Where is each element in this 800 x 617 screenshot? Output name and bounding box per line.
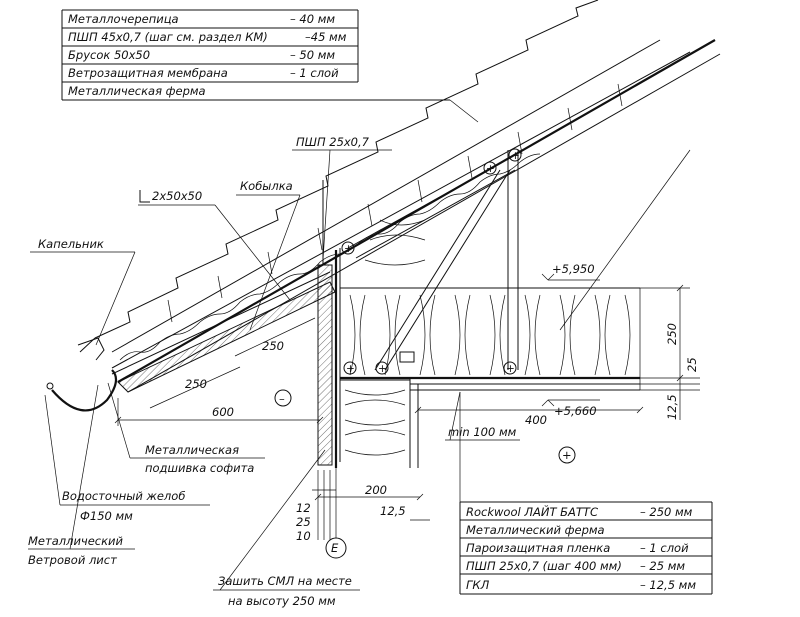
ceiling-spec-name-3: Пароизащитная пленка [466,541,610,555]
svg-text:+: + [511,150,520,162]
roof-spec-name-2: ПШП 45х0,7 (шаг см. раздел КМ) [68,30,268,44]
dim-25-vertical: 25 [685,357,699,372]
callouts: ПШП 25х0,7 2х50х50 Кобылка Капельник Мет… [28,135,691,608]
dim-12-5-vertical: 12,5 [665,394,679,420]
roof-spec-name-4: Ветрозащитная мембрана [68,66,228,80]
roof-slope [79,0,721,462]
ceiling-spec-name-1: Rockwool ЛАЙТ БАТТС [466,504,598,519]
callout-angle: 2х50х50 [152,189,202,203]
elevation-5660: +5,660 [554,404,597,418]
ceiling-spec-value-4: – 25 мм [640,559,685,573]
truss-and-wall: + + + + + + [317,148,641,468]
svg-text:+: + [378,363,387,375]
ceiling-spec-value-3: – 1 слой [640,541,689,555]
dim-10: 10 [296,529,311,543]
axis-label-e: Е [331,541,339,555]
svg-text:+: + [486,163,495,175]
roof-spec-name-3: Брусок 50х50 [68,48,150,62]
roof-spec-name-1: Металлочерепица [68,12,179,26]
ceiling-layers-table: Rockwool ЛАЙТ БАТТС – 250 мм Металлическ… [459,392,713,595]
svg-text:+: + [506,363,515,375]
ceiling-spec-value-5: – 12,5 мм [640,578,696,592]
dim-600: 600 [212,405,234,419]
dim-250-upper: 250 [262,339,284,353]
callout-soffit-line-2: подшивка софита [145,461,254,475]
elevation-5950: +5,950 [552,262,595,276]
callout-wind-line-2: Ветровой лист [28,553,117,567]
callout-gutter-line-2: Ф150 мм [80,509,133,523]
dimension-lines: 600 250 250 400 200 12,5 250 25 12,5 [114,262,700,543]
dim-250-lower: 250 [185,377,207,391]
roof-spec-value-2: –45 мм [305,30,347,44]
minus-zone-mark: – [279,392,285,406]
callout-sml-line-1: Зашить СМЛ на месте [218,574,352,588]
callout-sml-line-2: на высоту 250 мм [228,594,336,608]
ceiling-spec-name-2: Металлический ферма [466,523,605,537]
ceiling-spec-name-5: ГКЛ [466,578,490,592]
roof-layers-table: Металлочерепица – 40 мм ПШП 45х0,7 (шаг … [61,9,479,123]
dim-25: 25 [296,515,311,529]
dim-12-5-bottom: 12,5 [380,504,406,518]
svg-text:+: + [344,243,353,255]
gutter [46,337,118,412]
dim-12: 12 [296,501,311,515]
callout-kapelnik: Капельник [38,237,104,251]
dim-400: 400 [525,413,547,427]
ceiling-spec-value-1: – 250 мм [640,505,693,519]
roof-spec-name-5: Металлическая ферма [68,84,206,98]
roof-spec-value-4: – 1 слой [290,66,339,80]
dim-200: 200 [365,483,387,497]
roof-spec-value-3: – 50 мм [290,48,335,62]
callout-gutter-line-1: Водосточный желоб [62,489,185,503]
svg-text:+: + [346,363,355,375]
dim-250-vertical: 250 [665,323,679,345]
callout-min-100: min 100 мм [448,425,517,439]
plus-zone-mark: + [562,448,572,462]
roof-spec-value-1: – 40 мм [290,12,335,26]
callout-pshp: ПШП 25х0,7 [296,135,370,149]
callout-soffit-line-1: Металлическая [145,443,239,457]
callout-kobylka: Кобылка [240,179,293,193]
ceiling-spec-name-4: ПШП 25х0,7 (шаг 400 мм) [466,559,622,573]
callout-wind-line-1: Металлический [28,534,124,548]
